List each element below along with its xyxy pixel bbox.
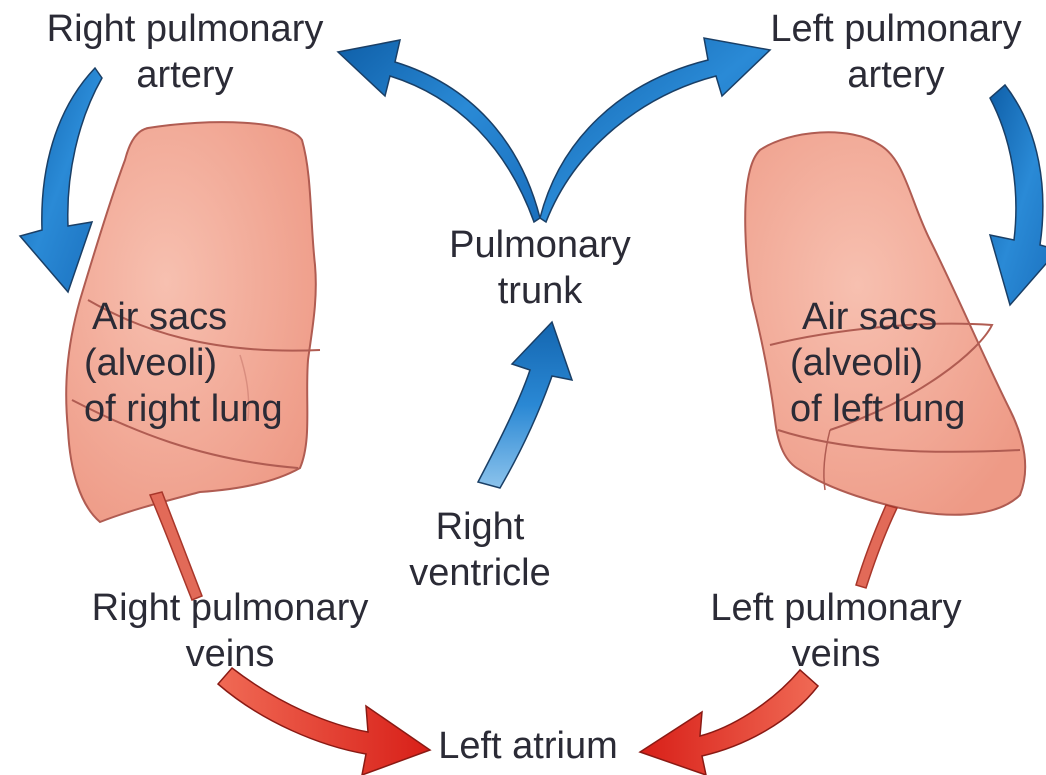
label-right-lung-air-sacs: Air sacs (alveoli) of right lung	[84, 294, 324, 432]
label-pulmonary-trunk: Pulmonary trunk	[420, 222, 660, 314]
label-right-pulmonary-artery: Right pulmonary artery	[20, 6, 350, 98]
label-left-atrium: Left atrium	[418, 723, 638, 769]
label-line: Right	[380, 504, 580, 550]
label-line: Right pulmonary	[20, 6, 350, 52]
label-left-pulmonary-artery: Left pulmonary artery	[746, 6, 1046, 98]
label-line: Left pulmonary	[676, 585, 996, 631]
arrow-left-pulmonary-artery-to-lung	[990, 85, 1046, 305]
label-left-pulmonary-veins: Left pulmonary veins	[676, 585, 996, 677]
left-pulmonary-vein-vessel	[856, 505, 897, 588]
arrow-ventricle-to-pulmonary-trunk	[478, 322, 572, 488]
label-line: ventricle	[380, 550, 580, 596]
label-line: (alveoli)	[84, 340, 324, 386]
label-line: Left atrium	[418, 723, 638, 769]
label-line: Right pulmonary	[60, 585, 400, 631]
label-right-ventricle: Right ventricle	[380, 504, 580, 596]
label-line: artery	[20, 52, 350, 98]
label-line: (alveoli)	[790, 340, 1000, 386]
label-line: of left lung	[790, 386, 1000, 432]
label-line: Pulmonary	[420, 222, 660, 268]
label-line: trunk	[420, 268, 660, 314]
label-left-lung-air-sacs: Air sacs (alveoli) of left lung	[790, 294, 1000, 432]
label-line: veins	[676, 631, 996, 677]
label-line: Left pulmonary	[746, 6, 1046, 52]
arrow-trunk-to-left-pulmonary-artery	[540, 38, 770, 222]
right-pulmonary-vein-vessel	[150, 492, 202, 600]
arrow-right-veins-to-left-atrium	[218, 668, 430, 775]
label-line: veins	[60, 631, 400, 677]
arrow-right-pulmonary-artery-to-lung	[20, 68, 102, 292]
label-right-pulmonary-veins: Right pulmonary veins	[60, 585, 400, 677]
arrow-trunk-to-right-pulmonary-artery	[338, 40, 540, 222]
label-line: Air sacs	[790, 294, 1000, 340]
arrow-left-veins-to-left-atrium	[640, 670, 818, 775]
label-line: of right lung	[84, 386, 324, 432]
label-line: Air sacs	[84, 294, 324, 340]
label-line: artery	[746, 52, 1046, 98]
